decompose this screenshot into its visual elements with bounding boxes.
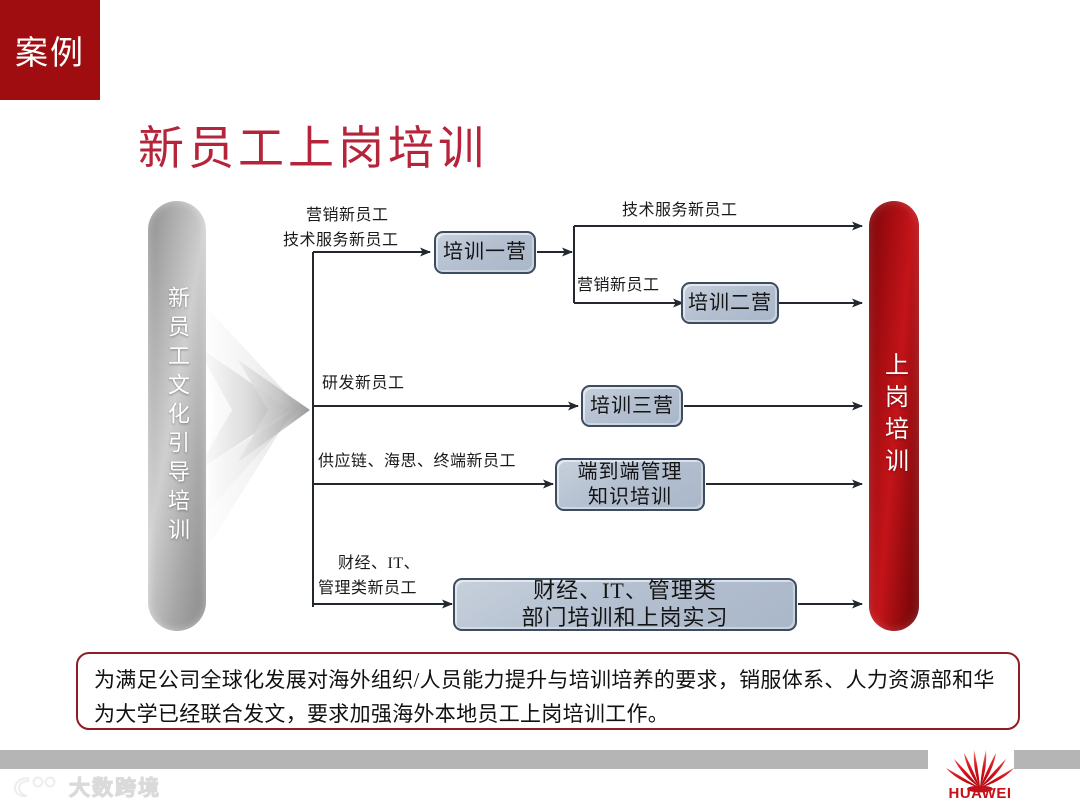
- process-box-camp1[interactable]: 培训一营: [434, 231, 536, 274]
- watermark-logo-icon: [13, 776, 56, 798]
- caption-box: 为满足公司全球化发展对海外组织/人员能力提升与培训培养的要求，销服体系、人力资源…: [76, 652, 1020, 730]
- process-box-dept-label-line1: 财经、IT、管理类: [533, 577, 717, 603]
- flow-label-in-marketing: 营销新员工: [306, 207, 389, 224]
- left-pillar: 新员工文化引导培训: [148, 201, 206, 631]
- huawei-logo-icon: [946, 750, 1014, 793]
- footer-bar-left: [0, 750, 928, 769]
- process-box-camp2-label: 培训二营: [688, 291, 772, 314]
- process-box-dept-label-line2: 部门培训和上岗实习: [521, 604, 729, 630]
- flow-label-in-supply: 供应链、海思、终端新员工: [318, 453, 517, 470]
- huawei-wordmark: HUAWEI: [948, 785, 1012, 802]
- process-box-camp3-label: 培训三营: [590, 394, 674, 417]
- flow-label-in-finance-line2: 管理类新员工: [318, 580, 418, 597]
- flow-label-in-rd: 研发新员工: [322, 375, 405, 392]
- footer-bar-right: [1014, 750, 1080, 769]
- process-box-camp2[interactable]: 培训二营: [681, 282, 779, 324]
- chevron-arrow-icon: [196, 300, 310, 560]
- flow-label-in-techservice: 技术服务新员工: [283, 232, 399, 249]
- watermark-text: 大数跨境: [69, 776, 161, 801]
- case-badge: 案例: [0, 0, 100, 100]
- watermark: 大数跨境: [12, 772, 161, 802]
- process-box-e2e[interactable]: 端到端管理 知识培训: [555, 458, 705, 511]
- page-title: 新员工上岗培训: [138, 123, 488, 174]
- flow-label-out-techservice: 技术服务新员工: [622, 202, 738, 219]
- right-pillar-label: 上岗培训: [880, 352, 907, 480]
- left-pillar-label: 新员工文化引导培训: [165, 285, 190, 547]
- process-box-e2e-label-line1: 端到端管理: [577, 461, 683, 484]
- process-box-dept[interactable]: 财经、IT、管理类 部门培训和上岗实习: [453, 578, 797, 631]
- process-box-camp1-label: 培训一营: [443, 241, 527, 264]
- process-box-e2e-label-line2: 知识培训: [588, 485, 672, 508]
- right-pillar: 上岗培训: [869, 201, 919, 631]
- process-box-camp3[interactable]: 培训三营: [581, 385, 683, 427]
- flow-label-out-marketing: 营销新员工: [577, 277, 660, 294]
- flow-label-in-finance-line1: 财经、IT、: [338, 555, 421, 572]
